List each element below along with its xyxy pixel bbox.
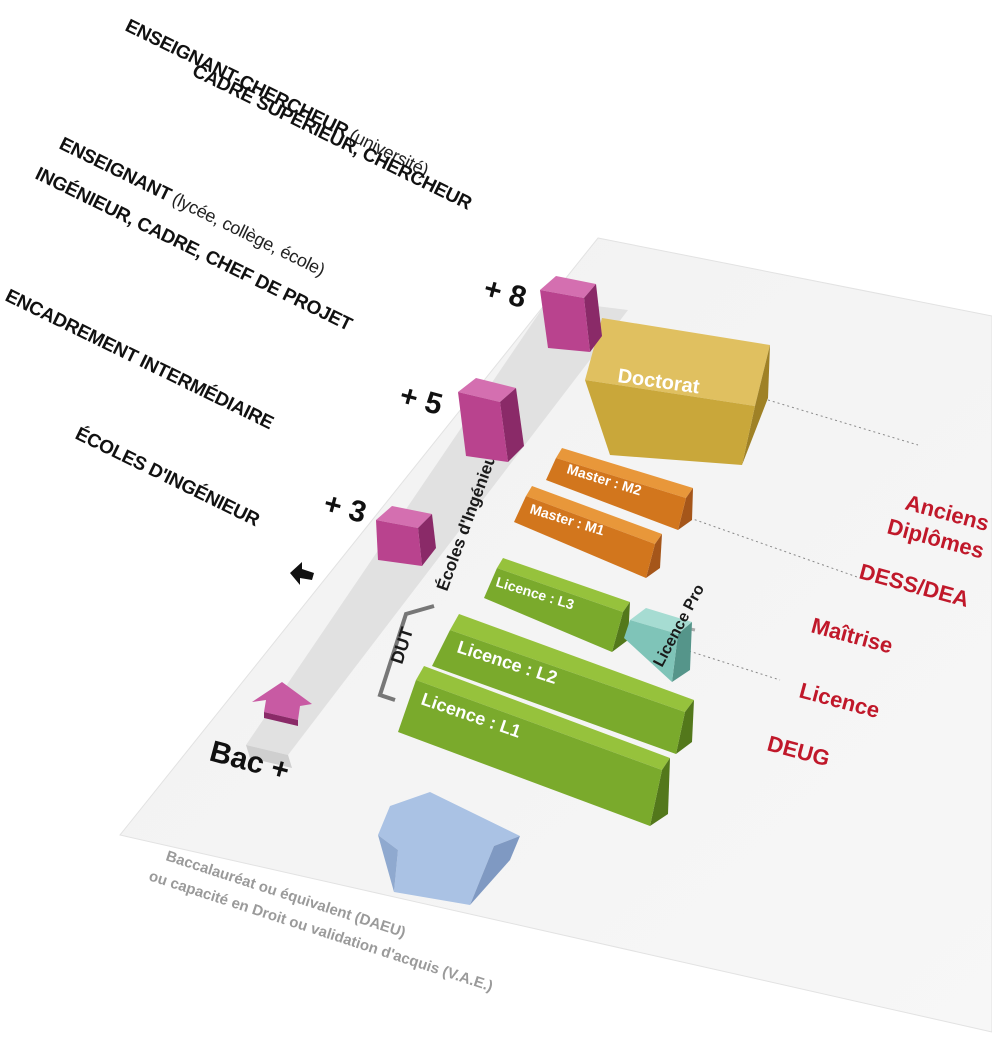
level-plus5: + 5 <box>396 379 446 422</box>
up-arrow-icon <box>252 682 312 726</box>
career-encadrement: ENCADREMENT INTERMÉDIAIRE <box>2 285 277 434</box>
left-arrow-icon <box>290 562 314 585</box>
level-plus3: + 3 <box>320 487 370 530</box>
career-cube-plus3 <box>376 506 436 566</box>
doctorat-block: Doctorat <box>585 318 770 465</box>
level-plus8: + 8 <box>480 272 530 315</box>
platform <box>119 237 992 1033</box>
master-m2-block: Master : M2 <box>546 448 693 530</box>
career-ingenieur: INGÉNIEUR, CADRE, CHEF DE PROJET <box>32 163 356 336</box>
master-m1-block: Master : M1 <box>514 486 662 578</box>
career-cube-plus5 <box>458 378 524 462</box>
track-side <box>246 745 292 768</box>
licence-l2-block: Licence : L2 <box>432 614 694 754</box>
leader-lines <box>669 399 919 681</box>
licence-l1-block: Licence : L1 <box>398 666 670 826</box>
dut-outline <box>377 604 435 702</box>
licence-l3-block: Licence : L3 <box>484 558 630 652</box>
bac-up-arrow-icon <box>378 792 520 905</box>
career-track <box>246 300 628 755</box>
career-cube-plus8 <box>540 276 602 352</box>
career-ecoles: ÉCOLES D'INGÉNIEUR <box>72 423 264 531</box>
career-cadre-superieur: CADRE SUPÉRIEUR, CHERCHEUR <box>189 60 476 215</box>
